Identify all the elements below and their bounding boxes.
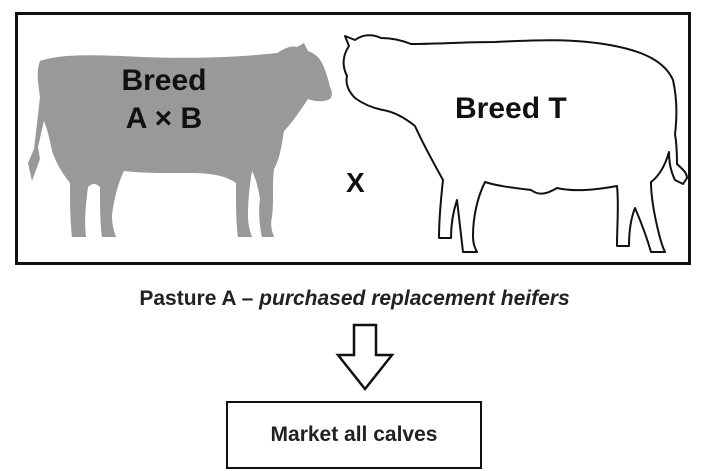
right-breed-label: Breed T xyxy=(455,92,567,126)
left-breed-label-line1: Breed xyxy=(94,62,234,100)
outcome-label: Market all calves xyxy=(271,423,438,447)
pasture-label: Pasture A – purchased replacement heifer… xyxy=(0,287,709,311)
pasture-label-main: Pasture A – xyxy=(139,287,259,310)
bull-outline-icon xyxy=(325,22,695,257)
down-arrow-icon xyxy=(335,323,395,391)
left-breed-label-line2: A × B xyxy=(94,100,234,138)
pasture-label-emphasis: purchased replacement heifers xyxy=(259,287,569,310)
outcome-box: Market all calves xyxy=(226,401,482,469)
cross-symbol: X xyxy=(346,167,365,199)
left-breed-label: Breed A × B xyxy=(94,62,234,138)
